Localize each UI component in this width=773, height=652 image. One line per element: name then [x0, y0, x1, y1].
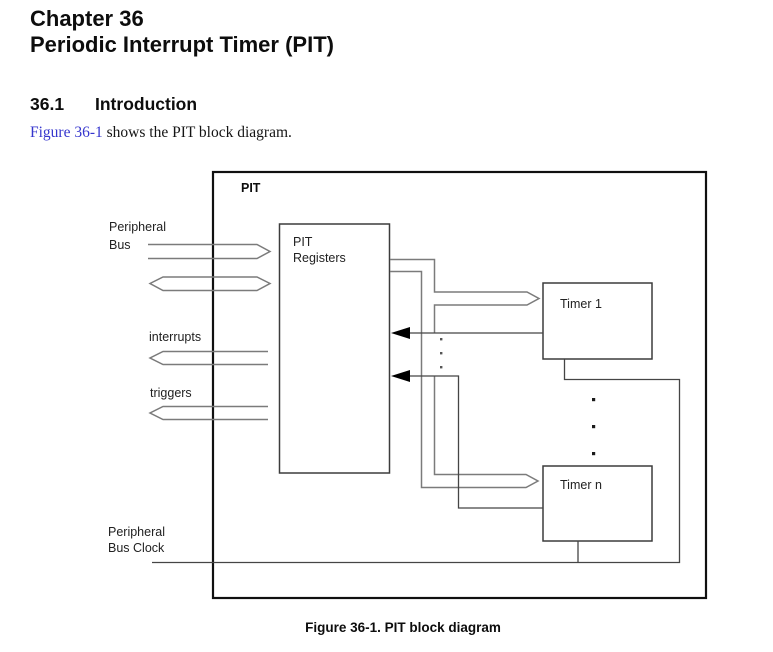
triggers-out-arrow [148, 405, 268, 421]
chapter-heading: Chapter 36 Periodic Interrupt Timer (PIT… [30, 6, 334, 58]
timer1-label: Timer 1 [560, 297, 602, 311]
section-heading: 36.1 Introduction [30, 94, 197, 115]
timern-arrowhead-icon [391, 370, 410, 382]
pit-container-box [211, 170, 708, 600]
interrupts-out-arrow [148, 350, 268, 366]
peripheral-bus-label-line2: Bus [109, 238, 131, 252]
peripheral-bus-label-line1: Peripheral [109, 220, 166, 234]
timer1-box [542, 282, 653, 360]
timer1-arrowhead-icon [391, 327, 410, 339]
pit-container-label: PIT [241, 181, 261, 195]
clock-label-line2: Bus Clock [108, 541, 165, 555]
peripheral-bus-bidirectional-arrow [148, 276, 272, 292]
interrupts-label: interrupts [149, 330, 201, 344]
intro-sentence: shows the PIT block diagram. [102, 124, 292, 141]
intro-paragraph: Figure 36-1 shows the PIT block diagram. [30, 124, 292, 142]
chapter-number: Chapter 36 [30, 6, 144, 31]
section-title: Introduction [95, 94, 198, 114]
clock-line [152, 359, 681, 564]
pit-registers-label-line2: Registers [293, 251, 346, 265]
timern-box [542, 465, 653, 542]
timern-to-registers-line [408, 375, 543, 509]
section-number: 36.1 [30, 94, 65, 114]
figure-36-1-link[interactable]: Figure 36-1 [30, 124, 103, 141]
pit-registers-box [278, 223, 391, 474]
timers-ellipsis-dots [592, 398, 596, 456]
registers-to-timern-arrow [390, 270, 540, 489]
figure-caption: Figure 36-1. PIT block diagram [305, 620, 501, 635]
triggers-label: triggers [150, 386, 192, 400]
chapter-title: Periodic Interrupt Timer (PIT) [30, 32, 334, 57]
registers-ellipsis-dots [440, 338, 443, 369]
timern-label: Timer n [560, 478, 602, 492]
peripheral-bus-in-arrow [148, 243, 272, 260]
pit-registers-label-line1: PIT [293, 235, 313, 249]
registers-to-timer1-arrow [390, 258, 541, 333]
clock-label-line1: Peripheral [108, 525, 165, 539]
